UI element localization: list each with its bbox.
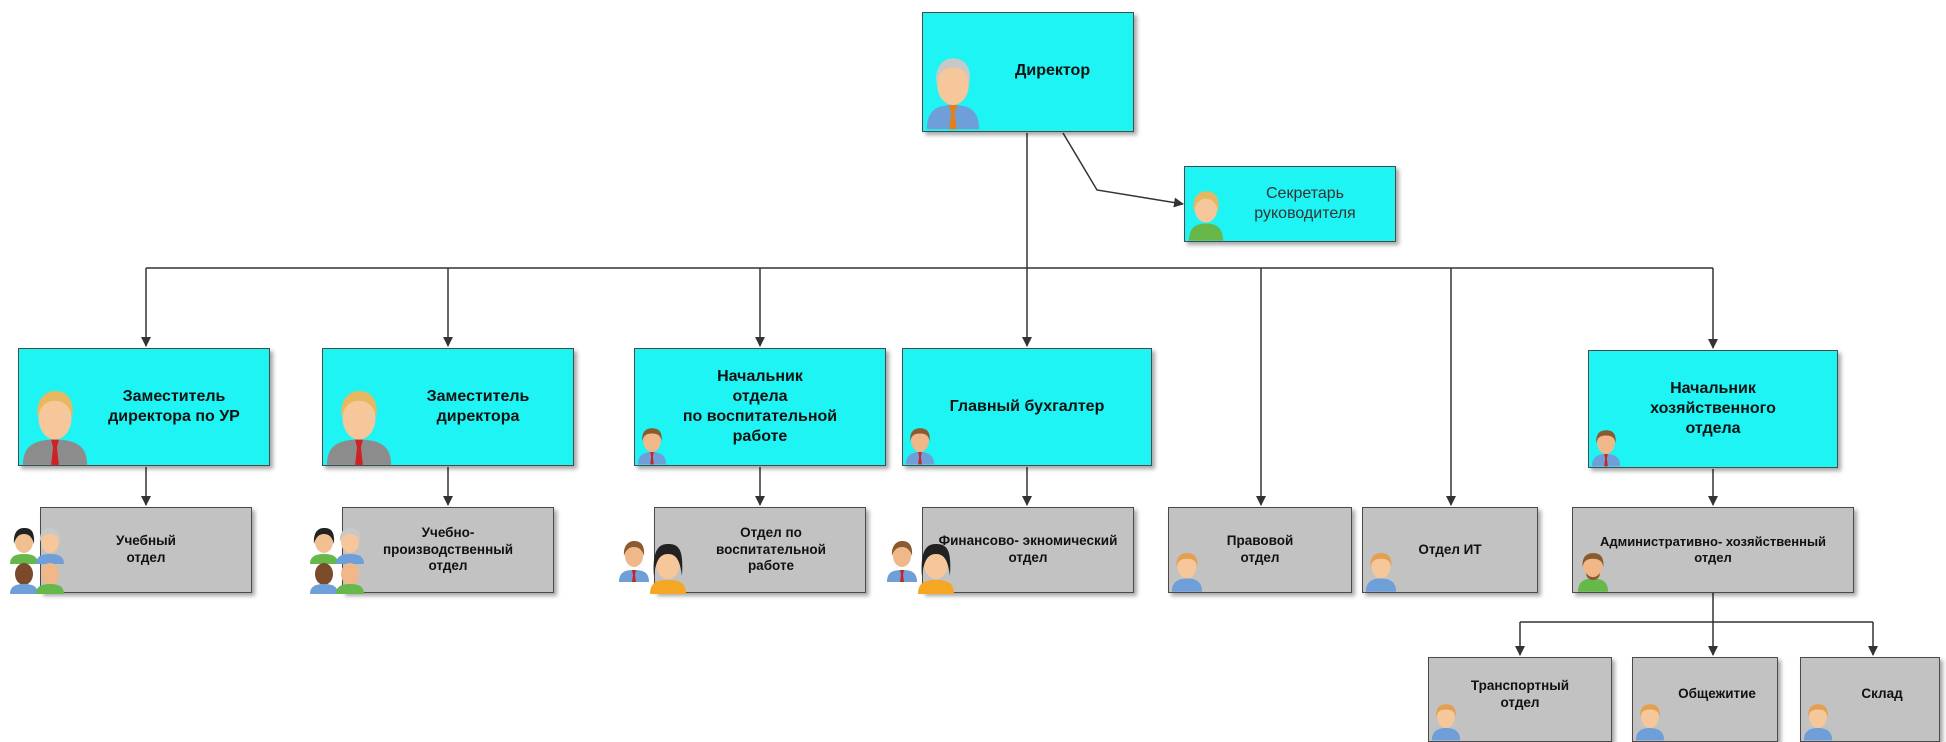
user-avatar-icon bbox=[1365, 553, 1397, 592]
dept-production-label: Учебно- производственный отдел bbox=[382, 524, 514, 574]
dept-dormitory-label: Общежитие bbox=[1678, 686, 1756, 702]
dept-dormitory-box[interactable]: Общежитие bbox=[1632, 657, 1778, 742]
user-avatar-icon bbox=[1635, 704, 1665, 741]
director-box[interactable]: Директор bbox=[922, 12, 1134, 132]
head-education-box[interactable]: Начальник отдела по воспитательной работ… bbox=[634, 348, 886, 466]
dept-it-box[interactable]: Отдел ИТ bbox=[1362, 507, 1538, 593]
chief-accountant-box[interactable]: Главный бухгалтер bbox=[902, 348, 1152, 466]
dept-legal-box[interactable]: Правовой отдел bbox=[1168, 507, 1352, 593]
group-avatar-icon bbox=[310, 528, 364, 594]
connector-director-secretary bbox=[1062, 132, 1184, 208]
deputy-ur-label: Заместитель директора по УР bbox=[108, 388, 240, 425]
dept-transport-label: Транспортный отдел bbox=[1470, 677, 1570, 710]
deputy-box[interactable]: Заместитель директора bbox=[322, 348, 574, 466]
head-education-label: Начальник отдела по воспитательной работ… bbox=[682, 368, 838, 445]
secretary-label: Секретарь руководителя bbox=[1254, 185, 1356, 222]
dept-admin-label: Административно- хозяйственный отдел bbox=[1599, 533, 1827, 565]
director-label: Директор bbox=[1015, 62, 1091, 79]
dept-production-box[interactable]: Учебно- производственный отдел bbox=[342, 507, 554, 593]
head-household-label: Начальник хозяйственного отдела bbox=[1650, 380, 1776, 437]
dept-transport-box[interactable]: Транспортный отдел bbox=[1428, 657, 1612, 742]
chief-accountant-label: Главный бухгалтер bbox=[949, 398, 1105, 415]
male-avatar-icon bbox=[1577, 553, 1609, 592]
dept-it-label: Отдел ИТ bbox=[1418, 541, 1482, 557]
male-gray-hair-avatar-icon bbox=[926, 58, 980, 130]
dept-warehouse-box[interactable]: Склад bbox=[1800, 657, 1940, 742]
connector-admin-sub bbox=[1520, 593, 1873, 623]
dept-finance-label: Финансово- экномический отдел bbox=[938, 533, 1118, 565]
dept-study-box[interactable]: Учебный отдел bbox=[40, 507, 252, 593]
dept-legal-label: Правовой отдел bbox=[1226, 533, 1294, 565]
head-household-box[interactable]: Начальник хозяйственного отдела bbox=[1588, 350, 1838, 468]
secretary-box[interactable]: Секретарь руководителя bbox=[1184, 166, 1396, 242]
dept-finance-box[interactable]: Финансово- экномический отдел bbox=[922, 507, 1134, 593]
dept-education-label: Отдел по воспитательной работе bbox=[716, 524, 826, 574]
male-blond-avatar-icon bbox=[22, 391, 88, 465]
user-avatar-icon bbox=[1803, 704, 1833, 741]
user-avatar-icon bbox=[1171, 553, 1203, 592]
male-avatar-icon bbox=[905, 428, 935, 465]
group-avatar-icon bbox=[10, 528, 64, 594]
male-avatar-icon bbox=[637, 428, 667, 465]
dept-study-label: Учебный отдел bbox=[116, 533, 176, 565]
male-female-pair-icon bbox=[887, 541, 954, 594]
male-avatar-icon bbox=[1591, 430, 1621, 467]
female-avatar-icon bbox=[1188, 191, 1224, 241]
deputy-ur-box[interactable]: Заместитель директора по УР bbox=[18, 348, 270, 466]
user-avatar-icon bbox=[1431, 704, 1461, 741]
male-female-pair-icon bbox=[619, 541, 686, 594]
dept-warehouse-label: Склад bbox=[1861, 686, 1903, 702]
dept-admin-box[interactable]: Административно- хозяйственный отдел bbox=[1572, 507, 1854, 593]
male-blond-avatar-icon bbox=[326, 391, 392, 465]
dept-education-box[interactable]: Отдел по воспитательной работе bbox=[654, 507, 866, 593]
deputy-label: Заместитель директора bbox=[426, 388, 530, 425]
